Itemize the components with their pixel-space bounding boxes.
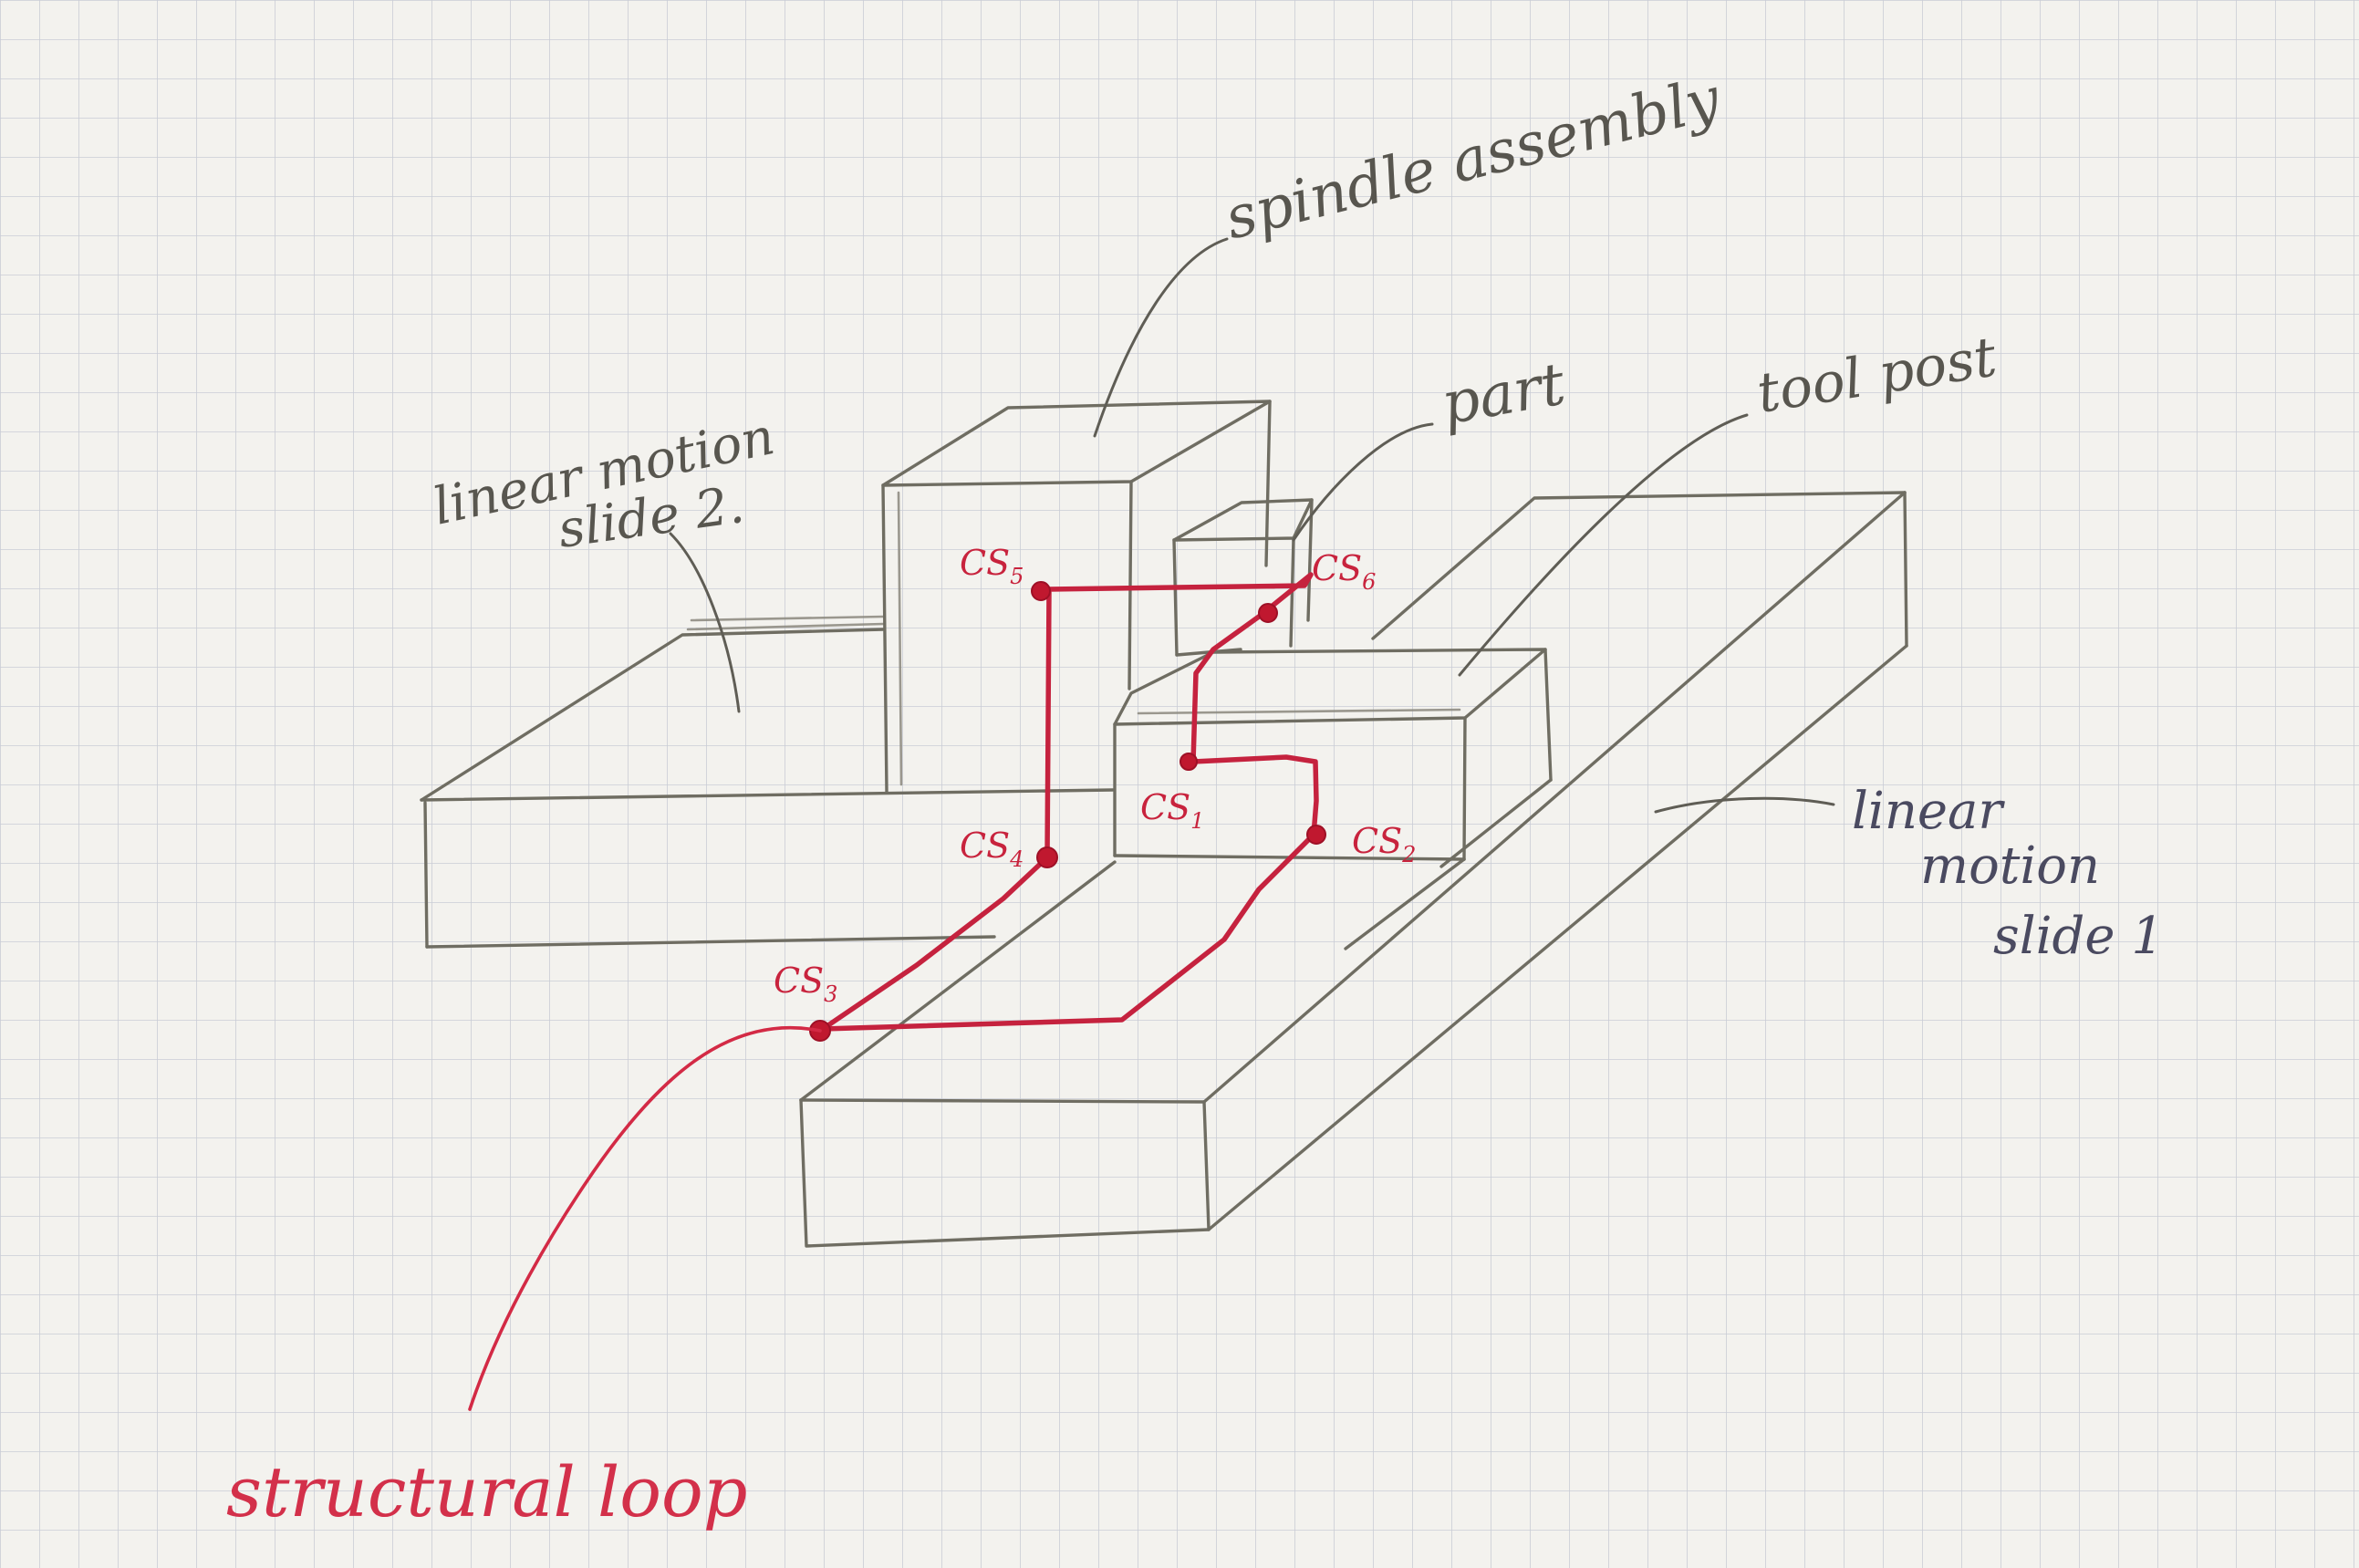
cs6-node [1258,603,1278,623]
cs1-label: CS1 [1140,787,1204,834]
cs3-label: CS3 [774,961,837,1007]
label-structural-loop: structural loop [226,1451,747,1532]
label-slide-1-line3: slide 1 [1993,907,2164,966]
cs4-label: CS4 [960,826,1024,872]
label-slide-1-line1: linear [1852,782,2005,841]
leader-slide-2 [669,532,741,713]
leader-spindle [1093,237,1229,438]
leader-lines [669,237,1835,814]
cs5-node [1031,581,1051,601]
structural-loop-leader [468,1025,822,1411]
leader-part [1292,422,1434,542]
linear-motion-slide-1-block [799,491,1908,1248]
linear-motion-slide-2-block [420,615,1115,949]
leader-tool-post [1458,413,1749,677]
tool-post-block [1113,648,1553,861]
cs4-node [1036,846,1058,868]
cs-labels: CS1 CS2 CS3 CS4 CS5 CS6 [774,543,1416,1007]
structural-loop [468,572,1326,1411]
label-slide-1-line2: motion [1920,836,2100,896]
cs6-label: CS6 [1312,548,1376,595]
cs2-node [1306,825,1326,845]
cs2-label: CS2 [1352,821,1416,867]
leader-slide-1 [1654,796,1835,814]
cs1-node [1180,753,1198,771]
cs5-label: CS5 [960,543,1024,589]
